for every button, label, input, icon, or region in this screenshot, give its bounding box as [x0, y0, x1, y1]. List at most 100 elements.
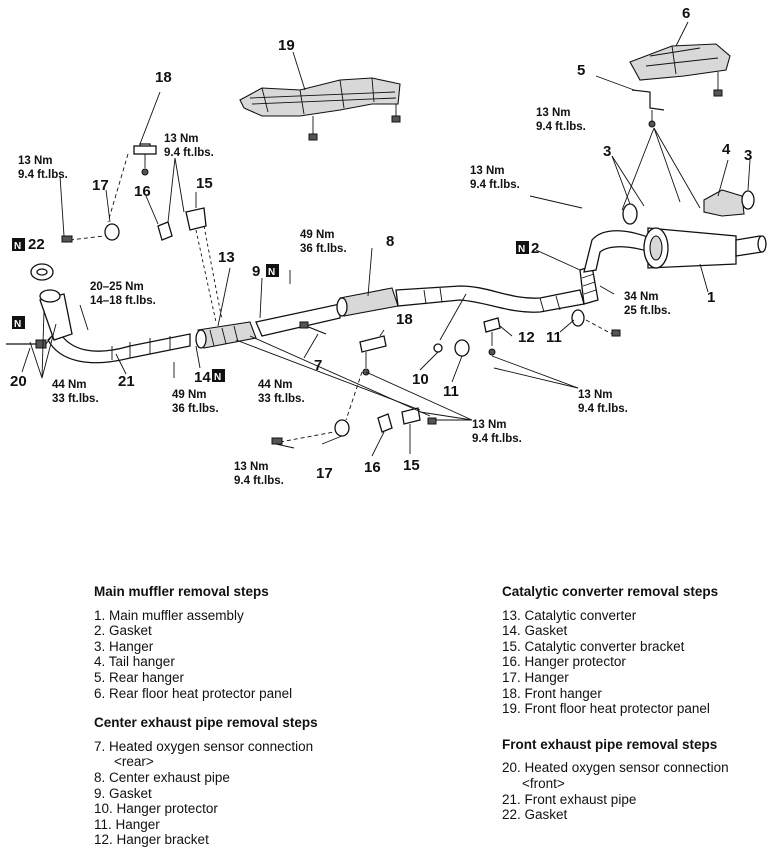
torque-nm: 13 Nm [164, 133, 199, 145]
hanger-3-right [741, 190, 755, 210]
step-item: 3. Hanger [94, 638, 154, 654]
callout-3: 3 [603, 143, 611, 160]
callout-19: 19 [278, 37, 295, 54]
callout-18: 18 [396, 311, 413, 328]
leader-lines [21, 21, 751, 457]
step-item: 9. Gasket [94, 785, 152, 801]
step-item: 16. Hanger protector [502, 654, 626, 670]
catalytic-converter-bracket-bottom [401, 407, 437, 425]
callout-numbers: 19 18 6 5 3 4 3 17 16 15 8 13 9 2 1 22 1… [10, 5, 752, 482]
callout-11: 11 [546, 329, 562, 346]
hanger-bracket [483, 317, 501, 356]
torque-ftlbs: 9.4 ft.lbs. [470, 179, 520, 191]
callout-10: 10 [412, 371, 429, 388]
step-item: 13. Catalytic converter [502, 607, 637, 623]
gasket-22 [30, 263, 54, 281]
step-item: 1. Main muffler assembly [94, 607, 244, 623]
n-badge-2: N [518, 244, 525, 255]
torque-ftlbs: 9.4 ft.lbs. [164, 147, 214, 159]
step-item: 11. Hanger [94, 816, 160, 832]
torque-nm: 44 Nm [258, 379, 293, 391]
exhaust-system-diagram: 19 18 6 5 3 4 3 17 16 15 8 13 9 2 1 22 1… [6, 5, 767, 487]
step-item: 6. Rear floor heat protector panel [94, 685, 293, 701]
callout-12: 12 [518, 329, 535, 346]
step-item: 19. Front floor heat protector panel [502, 701, 710, 717]
step-item: 5. Rear hanger [94, 669, 185, 685]
torque-ftlbs: 33 ft.lbs. [258, 393, 305, 405]
callout-13: 13 [218, 249, 235, 266]
callout-16: 16 [364, 459, 381, 476]
step-item: 12. Hanger bracket [94, 832, 209, 848]
step-item: 21. Front exhaust pipe [502, 791, 637, 807]
callout-5: 5 [577, 62, 585, 79]
rear-floor-heat-protector-panel [629, 43, 731, 97]
exhaust-pipe-assembly [39, 227, 767, 364]
step-item: 4. Tail hanger [94, 654, 175, 670]
torque-ftlbs: 9.4 ft.lbs. [578, 403, 628, 415]
callout-8: 8 [386, 233, 394, 250]
torque-nm: 44 Nm [52, 379, 87, 391]
callout-14: 14 [194, 369, 211, 386]
catalytic-converter-bracket-top [185, 207, 223, 323]
callout-2: 2 [531, 240, 539, 257]
catalytic-steps: Catalytic converter removal steps 13. Ca… [502, 584, 729, 717]
callout-15: 15 [403, 457, 420, 474]
front-pipe-steps: Front exhaust pipe removal steps 20. Hea… [502, 737, 729, 823]
callout-6: 6 [682, 5, 690, 22]
step-item: 10. Hanger protector [94, 801, 218, 817]
step-item: 8. Center exhaust pipe [94, 769, 230, 785]
callout-15: 15 [196, 175, 213, 192]
step-item: 2. Gasket [94, 623, 152, 639]
step-item-continuation: <rear> [114, 754, 154, 770]
step-item: 17. Hanger [502, 669, 569, 685]
step-item: 7. Heated oxygen sensor connection [94, 738, 314, 754]
callout-17: 17 [92, 177, 109, 194]
callout-22: 22 [28, 236, 45, 253]
hanger-bottom [271, 419, 350, 445]
callout-18: 18 [155, 69, 172, 86]
main-muffler-steps: Main muffler removal steps 1. Main muffl… [94, 584, 318, 701]
torque-nm: 13 Nm [578, 389, 613, 401]
callout-17: 17 [316, 465, 333, 482]
torque-labels: 13 Nm 9.4 ft.lbs. 13 Nm 9.4 ft.lbs. 13 N… [18, 107, 671, 487]
oxygen-sensor-rear [299, 321, 327, 335]
callout-7: 7 [314, 357, 322, 374]
n-badge-9: N [268, 267, 275, 278]
torque-nm: 13 Nm [18, 155, 53, 167]
hanger-protector-bottom [377, 413, 393, 433]
torque-ftlbs: 9.4 ft.lbs. [18, 169, 68, 181]
callout-20: 20 [10, 373, 27, 390]
hanger-11-right [571, 309, 621, 337]
callout-11: 11 [443, 383, 459, 400]
torque-nm: 13 Nm [536, 107, 571, 119]
front-hanger-top [107, 143, 157, 223]
torque-nm: 13 Nm [472, 419, 507, 431]
hanger-protector-10 [433, 343, 443, 353]
hanger-protector-top [157, 221, 173, 241]
tail-hanger [703, 189, 745, 217]
rear-hanger [631, 89, 665, 128]
torque-nm: 13 Nm [234, 461, 269, 473]
step-item: 15. Catalytic converter bracket [502, 638, 685, 654]
callout-3: 3 [744, 147, 752, 164]
step-item: 18. Front hanger [502, 685, 602, 701]
front-floor-heat-protector-panel [239, 77, 401, 141]
torque-ftlbs: 36 ft.lbs. [172, 403, 219, 415]
catalytic-heading: Catalytic converter removal steps [502, 584, 719, 599]
hanger-11-center [454, 339, 470, 357]
torque-nm: 34 Nm [624, 291, 659, 303]
callout-16: 16 [134, 183, 151, 200]
step-item: 14. Gasket [502, 623, 568, 639]
hanger-top [61, 223, 120, 243]
oxygen-sensor-front [6, 335, 53, 349]
callout-4: 4 [722, 141, 731, 158]
hanger-3-left [622, 203, 638, 225]
torque-ftlbs: 9.4 ft.lbs. [472, 433, 522, 445]
torque-nm: 13 Nm [470, 165, 505, 177]
step-item: 22. Gasket [502, 807, 568, 823]
n-badges: N N N N N [12, 238, 529, 383]
torque-nm: 20–25 Nm [90, 281, 144, 293]
callout-21: 21 [118, 373, 135, 390]
front-pipe-heading: Front exhaust pipe removal steps [502, 736, 718, 752]
step-item: 20. Heated oxygen sensor connection [502, 760, 729, 776]
